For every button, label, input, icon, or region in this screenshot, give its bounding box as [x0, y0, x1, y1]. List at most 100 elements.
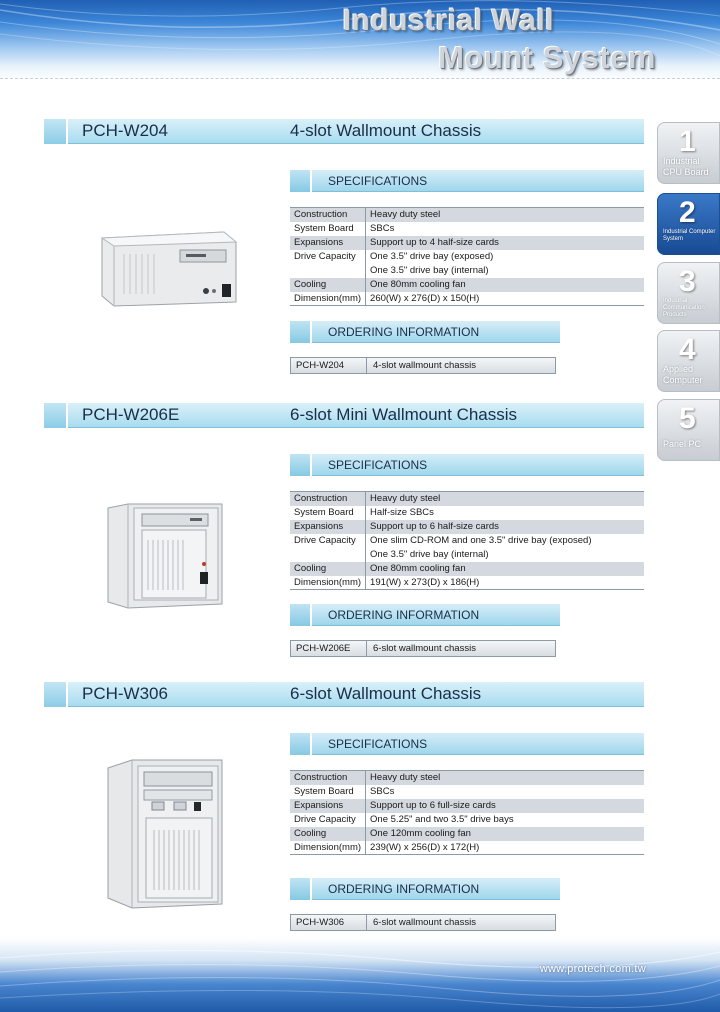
footer-website-link[interactable]: www.protech.com.tw [539, 963, 646, 975]
spec-key: Construction [290, 207, 367, 222]
spec-key: Drive Capacity [290, 249, 367, 264]
side-tab-label: Panel PC [663, 439, 702, 449]
spec-value: Support up to 6 half-size cards [365, 519, 644, 534]
ordering-information-heading: ORDERING INFORMATION [290, 878, 560, 900]
pch-w204-chassis-photo [100, 231, 238, 307]
spec-value: One slim CD-ROM and one 3.5" drive bay (… [370, 535, 592, 546]
side-tab-label: Industrial CPU Board [663, 156, 709, 177]
header-title-line-1: Industrial Wall [342, 4, 554, 37]
spec-value: SBCs [370, 786, 395, 797]
ordering-table: PCH-W206E 6-slot wallmount chassis [290, 640, 556, 657]
product-title-bar: PCH-W206E 6-slot Mini Wallmount Chassis [44, 403, 644, 428]
product-description: 6-slot Mini Wallmount Chassis [290, 405, 518, 424]
title-bar-accent [44, 403, 68, 428]
heading-accent [290, 321, 312, 343]
title-bar-accent [44, 682, 68, 707]
spec-value: One 80mm cooling fan [365, 561, 644, 576]
spec-value: Heavy duty steel [365, 491, 644, 506]
spec-key [290, 263, 367, 278]
title-bar-accent [44, 119, 68, 144]
side-tab-4[interactable]: 4 Applied Computer [657, 330, 720, 392]
side-tab-number: 4 [679, 333, 696, 366]
spec-value: One 120mm cooling fan [365, 826, 644, 841]
table-row: Dimension(mm)191(W) x 273(D) x 186(H) [290, 575, 644, 590]
spec-value: Heavy duty steel [365, 207, 644, 222]
product-title-bar: PCH-W306 6-slot Wallmount Chassis [44, 682, 644, 707]
page-footer: www.protech.com.tw [0, 938, 720, 1012]
ordering-information-heading: ORDERING INFORMATION [290, 604, 560, 626]
ordering-table: PCH-W306 6-slot wallmount chassis [290, 914, 556, 931]
table-row: Dimension(mm)260(W) x 276(D) x 150(H) [290, 291, 644, 306]
side-tab-number: 3 [679, 265, 696, 298]
spec-key: System Board [290, 784, 367, 799]
order-divider [366, 915, 367, 930]
side-tab-3[interactable]: 3 Industrial Communication Products [657, 262, 720, 324]
spec-value: One 5.25" and two 3.5" drive bays [370, 814, 514, 825]
pch-w206e-chassis-photo [107, 503, 223, 609]
spec-value: 260(W) x 276(D) x 150(H) [365, 291, 644, 306]
order-divider [366, 641, 367, 656]
spec-key: Dimension(mm) [290, 291, 367, 306]
spec-value: One 3.5" drive bay (internal) [370, 265, 489, 276]
header-title-line-2: Mount System [438, 40, 656, 75]
order-model: PCH-W204 [296, 360, 345, 371]
order-model: PCH-W206E [296, 643, 351, 654]
product-title-bar: PCH-W204 4-slot Wallmount Chassis [44, 119, 644, 144]
side-tab-number: 5 [679, 402, 696, 435]
product-description: 4-slot Wallmount Chassis [290, 121, 482, 140]
side-tab-number: 1 [679, 125, 696, 158]
spec-value: Support up to 4 half-size cards [365, 235, 644, 250]
spec-value: Support up to 6 full-size cards [365, 798, 644, 813]
order-description: 4-slot wallmount chassis [373, 360, 476, 371]
spec-key: Cooling [290, 826, 367, 841]
table-row: One 3.5" drive bay (internal) [290, 547, 644, 562]
ordering-information-heading: ORDERING INFORMATION [290, 321, 560, 343]
heading-accent [290, 878, 312, 900]
pch-w306-chassis-photo [107, 759, 223, 909]
spec-value: One 3.5" drive bay (internal) [370, 549, 489, 560]
table-row: One 3.5" drive bay (internal) [290, 263, 644, 278]
spec-key: Expansions [290, 519, 367, 534]
spec-key: Cooling [290, 277, 367, 292]
ordering-information-label: ORDERING INFORMATION [328, 325, 480, 339]
heading-accent [290, 733, 312, 755]
specifications-heading: SPECIFICATIONS [290, 733, 644, 755]
spec-value: Heavy duty steel [365, 770, 644, 785]
spec-key: Dimension(mm) [290, 840, 367, 855]
header-divider [0, 78, 720, 79]
heading-accent [290, 170, 312, 192]
ordering-information-label: ORDERING INFORMATION [328, 608, 480, 622]
footer-wave-decoration [0, 949, 720, 1009]
specifications-heading: SPECIFICATIONS [290, 170, 644, 192]
ordering-information-label: ORDERING INFORMATION [328, 882, 480, 896]
spec-key: System Board [290, 505, 367, 520]
spec-key: Expansions [290, 235, 367, 250]
order-description: 6-slot wallmount chassis [373, 917, 476, 928]
header-wave-decoration [0, 0, 720, 57]
order-model: PCH-W306 [296, 917, 345, 928]
specifications-label: SPECIFICATIONS [328, 458, 428, 472]
side-tab-2[interactable]: 2 Industrial Computer System [657, 193, 720, 255]
side-tab-label: Applied Computer [663, 364, 703, 385]
ordering-table: PCH-W204 4-slot wallmount chassis [290, 357, 556, 374]
specifications-label: SPECIFICATIONS [328, 737, 428, 751]
heading-accent [290, 604, 312, 626]
side-tab-5[interactable]: 5 Panel PC [657, 399, 720, 461]
side-tab-1[interactable]: 1 Industrial CPU Board [657, 122, 720, 184]
heading-accent [290, 454, 312, 476]
product-model: PCH-W204 [82, 121, 168, 140]
